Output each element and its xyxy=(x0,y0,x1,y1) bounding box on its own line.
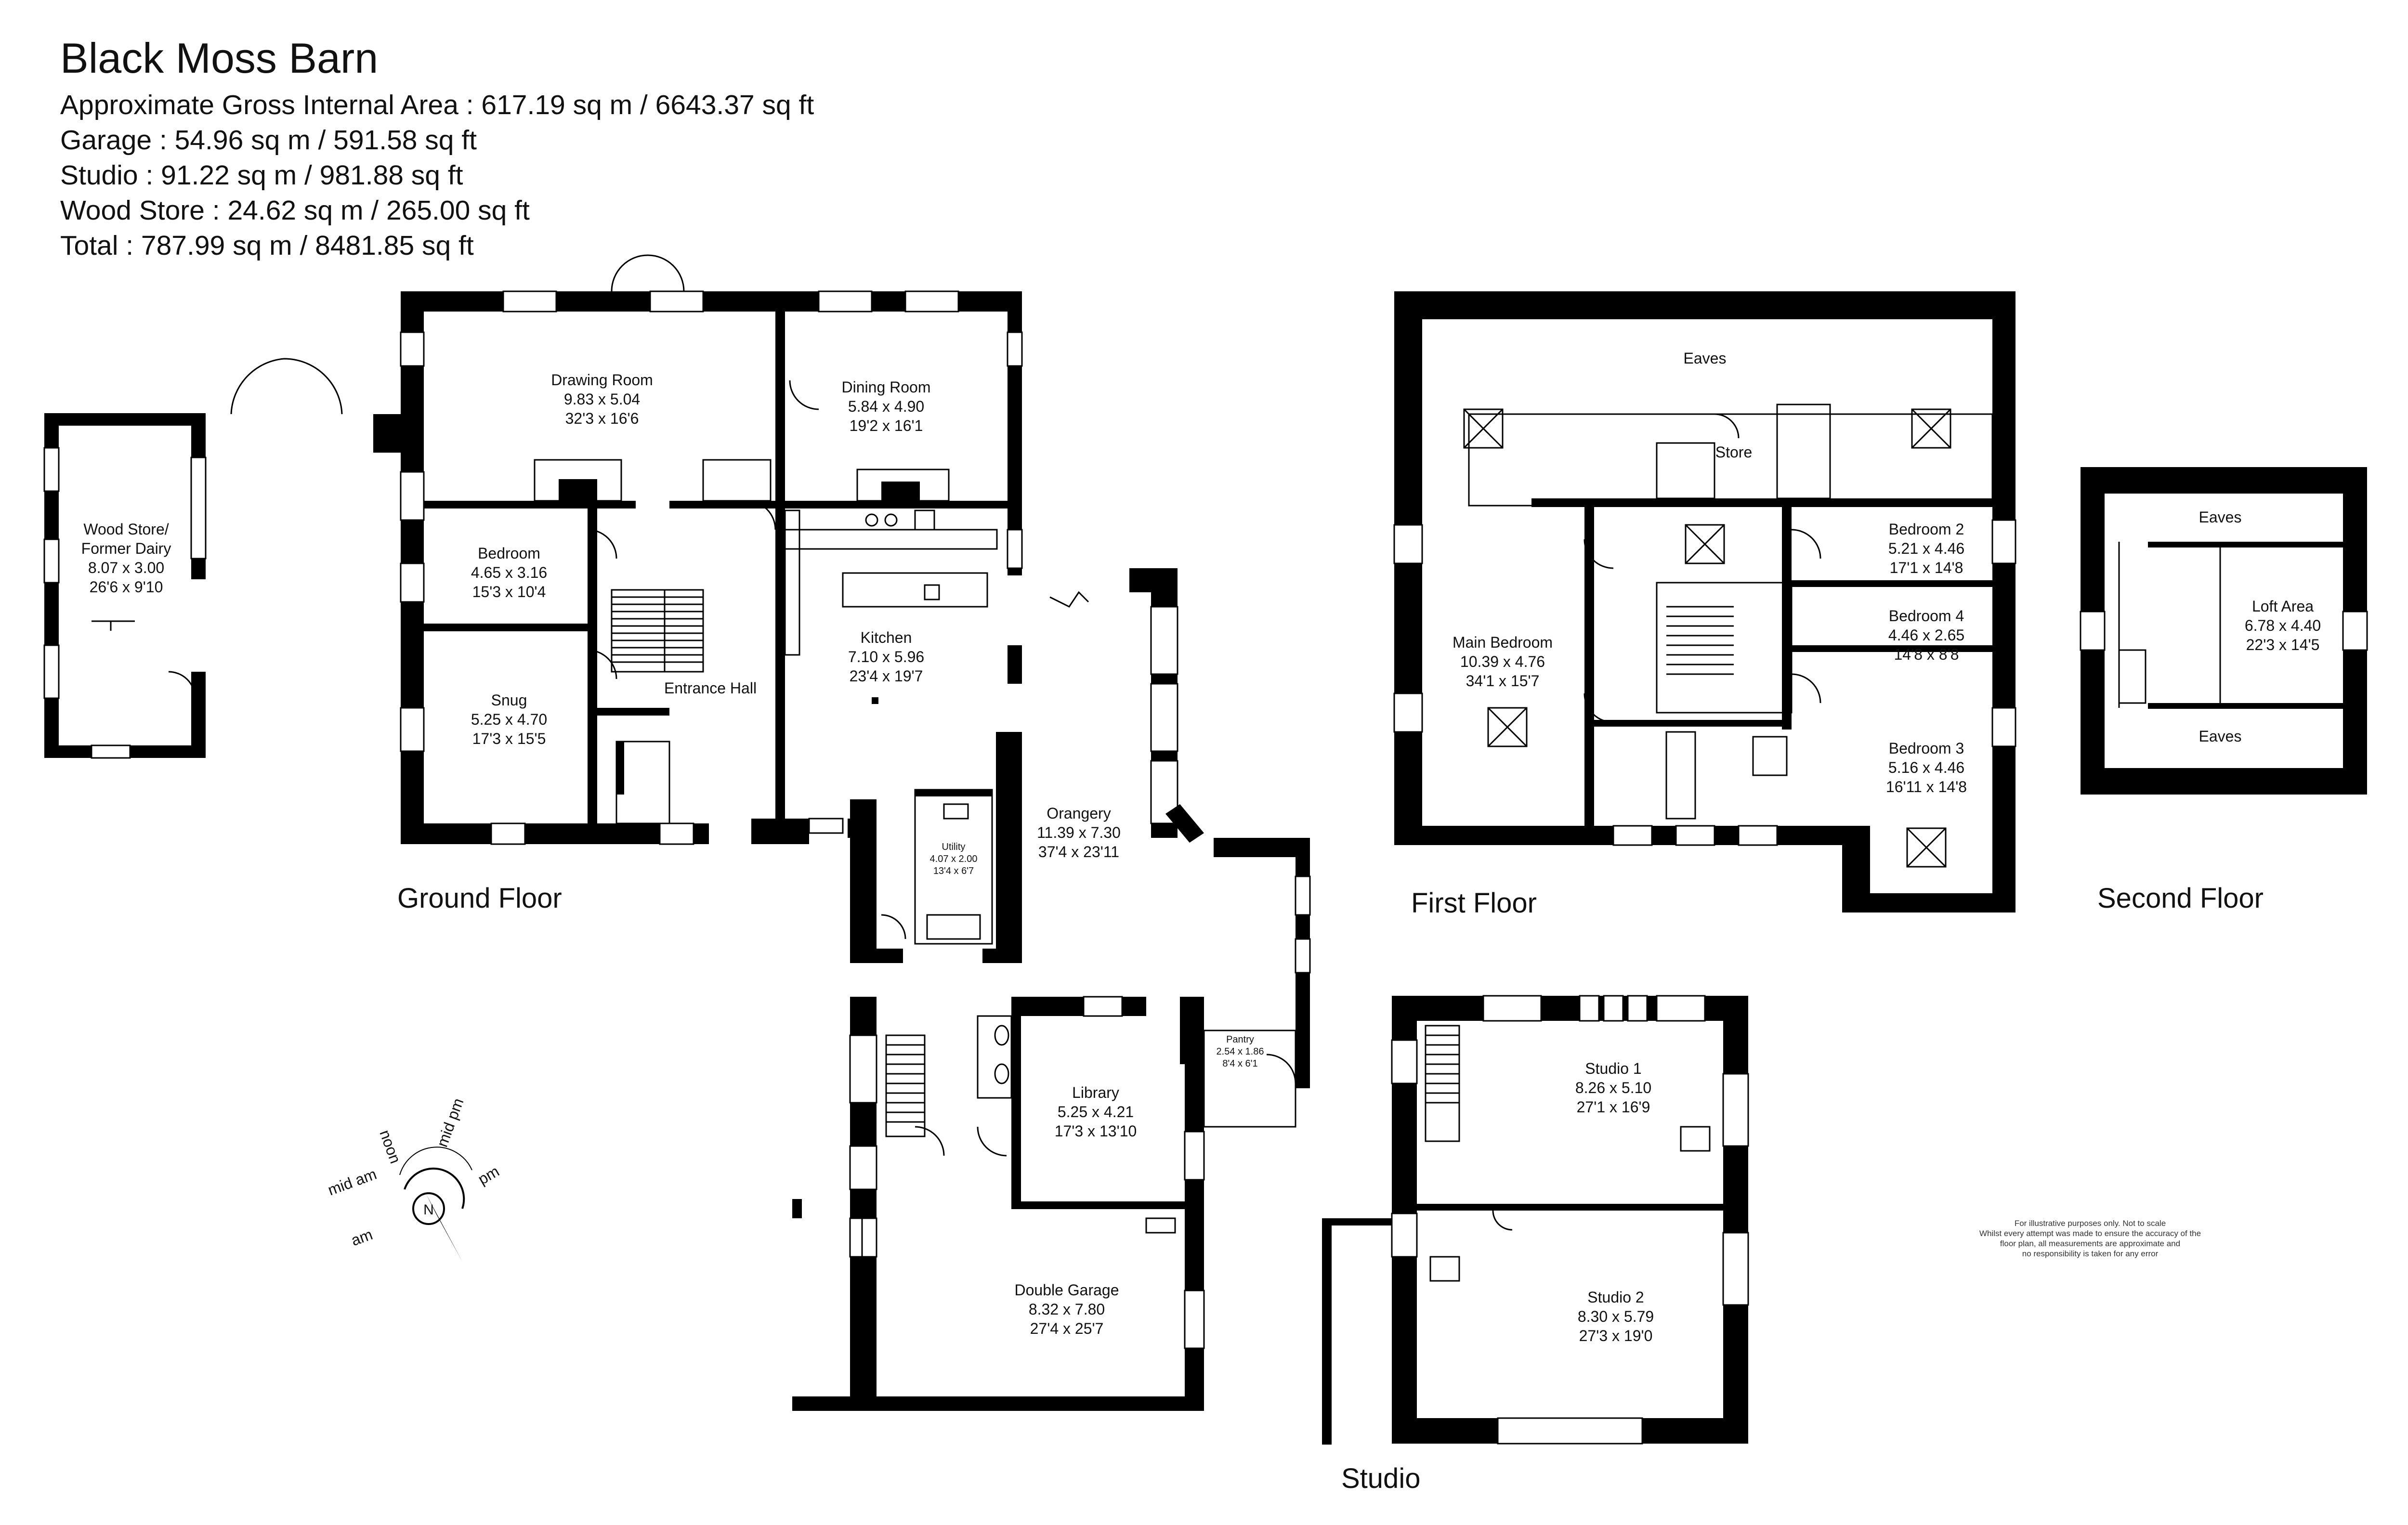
room-label-main-bedroom: Main Bedroom xyxy=(1453,634,1553,651)
first-floor-plan xyxy=(1393,291,2016,912)
room-label-bedroom-gf: 15'3 x 10'4 xyxy=(472,583,546,600)
room-label-store: Store xyxy=(1715,443,1752,461)
room-label-wood-store: 26'6 x 9'10 xyxy=(90,578,163,596)
room-label-entrance-hall: Entrance Hall xyxy=(664,679,757,697)
area-total: Total : 787.99 sq m / 8481.85 sq ft xyxy=(60,230,474,261)
compass-label: am xyxy=(349,1225,375,1249)
room-label-library: 5.25 x 4.21 xyxy=(1058,1103,1134,1121)
room-label-utility: 13'4 x 6'7 xyxy=(933,866,974,876)
room-label-loft: 6.78 x 4.40 xyxy=(2245,617,2321,634)
room-label-eaves-ff: Eaves xyxy=(1684,350,1727,367)
room-label-main-bedroom: 10.39 x 4.76 xyxy=(1460,653,1545,670)
room-label-loft: 22'3 x 14'5 xyxy=(2246,636,2320,653)
room-label-bedroom3: 5.16 x 4.46 xyxy=(1888,759,1964,776)
compass-needle-icon xyxy=(426,1194,462,1262)
room-label-snug: 5.25 x 4.70 xyxy=(471,711,547,728)
room-label-drawing-room: 32'3 x 16'6 xyxy=(565,410,639,427)
room-label-dining-room: Dining Room xyxy=(842,378,931,396)
room-label-wood-store: Wood Store/ xyxy=(83,521,169,538)
room-label-eaves-sf-bottom: Eaves xyxy=(2199,728,2242,745)
room-label-garage: 27'4 x 25'7 xyxy=(1030,1320,1104,1337)
room-label-kitchen: Kitchen xyxy=(861,629,912,646)
room-label-utility: Utility xyxy=(942,842,966,852)
room-label-studio2: 8.30 x 5.79 xyxy=(1578,1308,1654,1325)
area-studio: Studio : 91.22 sq m / 981.88 sq ft xyxy=(60,160,463,191)
room-label-bedroom-gf: 4.65 x 3.16 xyxy=(471,564,547,581)
room-label-wood-store: 8.07 x 3.00 xyxy=(88,559,164,576)
room-label-studio1: Studio 1 xyxy=(1585,1060,1641,1077)
room-label-main-bedroom: 34'1 x 15'7 xyxy=(1466,672,1540,690)
compass-dial xyxy=(412,1192,445,1225)
second-floor-plan xyxy=(2080,467,2368,795)
room-label-bedroom2: 5.21 x 4.46 xyxy=(1888,540,1964,557)
compass-label: noon xyxy=(376,1128,404,1166)
room-label-garage: 8.32 x 7.80 xyxy=(1029,1301,1105,1318)
room-label-wood-store: Former Dairy xyxy=(81,540,171,557)
room-label-kitchen: 23'4 x 19'7 xyxy=(850,667,923,685)
room-label-bedroom-gf: Bedroom xyxy=(478,545,540,562)
floor-label-first: First Floor xyxy=(1411,887,1537,919)
disclaimer-line: floor plan, all measurements are approxi… xyxy=(2000,1239,2181,1248)
room-label-drawing-room: 9.83 x 5.04 xyxy=(564,391,640,408)
room-label-pantry: Pantry xyxy=(1226,1034,1254,1045)
disclaimer-line: Whilst every attempt was made to ensure … xyxy=(1979,1229,2201,1238)
room-labels: Drawing Room 9.83 x 5.04 32'3 x 16'6 Dining… xyxy=(81,350,2321,1494)
compass-rose xyxy=(399,1147,472,1262)
studio-building-plan xyxy=(1322,995,1749,1445)
room-label-orangery: Orangery xyxy=(1047,805,1111,822)
room-label-snug: Snug xyxy=(491,691,527,709)
room-label-studio1: 27'1 x 16'9 xyxy=(1577,1098,1650,1116)
room-label-bedroom3: Bedroom 3 xyxy=(1889,740,1964,757)
room-label-bedroom3: 16'11 x 14'8 xyxy=(1886,778,1967,795)
room-label-studio1: 8.26 x 5.10 xyxy=(1575,1079,1651,1096)
room-label-snug: 17'3 x 15'5 xyxy=(472,730,546,747)
plan-title: Black Moss Barn xyxy=(60,34,379,82)
area-garage: Garage : 54.96 sq m / 591.58 sq ft xyxy=(60,125,477,156)
compass-label: mid pm xyxy=(433,1096,467,1149)
room-label-orangery: 37'4 x 23'11 xyxy=(1038,843,1119,860)
room-label-eaves-sf-top: Eaves xyxy=(2199,508,2242,526)
floor-label-studio: Studio xyxy=(1341,1463,1420,1494)
disclaimer-note: For illustrative purposes only. Not to s… xyxy=(1926,1218,2254,1259)
floor-label-second: Second Floor xyxy=(2097,883,2264,914)
room-label-bedroom2: 17'1 x 14'8 xyxy=(1890,559,1963,576)
room-label-bedroom4: Bedroom 4 xyxy=(1889,607,1964,625)
room-label-loft: Loft Area xyxy=(2252,598,2314,615)
room-label-orangery: 11.39 x 7.30 xyxy=(1037,824,1121,841)
room-label-studio2: Studio 2 xyxy=(1587,1289,1644,1306)
room-label-utility: 4.07 x 2.00 xyxy=(930,854,978,864)
disclaimer-line: For illustrative purposes only. Not to s… xyxy=(2014,1219,2166,1228)
room-label-kitchen: 7.10 x 5.96 xyxy=(848,648,924,665)
room-label-library: Library xyxy=(1072,1084,1119,1101)
compass-north-label: N xyxy=(423,1202,434,1218)
wood-store-building xyxy=(43,413,207,759)
area-wood-store: Wood Store : 24.62 sq m / 265.00 sq ft xyxy=(60,195,530,226)
room-label-bedroom2: Bedroom 2 xyxy=(1889,521,1964,538)
library-garage-plan xyxy=(792,996,1296,1411)
room-label-drawing-room: Drawing Room xyxy=(551,371,653,389)
room-label-pantry: 8'4 x 6'1 xyxy=(1222,1058,1257,1069)
orangery-plan xyxy=(850,568,1311,1088)
floor-label-ground: Ground Floor xyxy=(397,883,562,914)
area-gross: Approximate Gross Internal Area : 617.19… xyxy=(60,90,814,120)
room-label-library: 17'3 x 13'10 xyxy=(1055,1122,1137,1140)
room-label-bedroom4: 14'8 x 8'8 xyxy=(1894,646,1959,663)
ground-floor-plan xyxy=(230,254,1023,845)
room-label-dining-room: 5.84 x 4.90 xyxy=(848,398,924,415)
room-label-pantry: 2.54 x 1.86 xyxy=(1217,1046,1264,1057)
room-label-dining-room: 19'2 x 16'1 xyxy=(850,417,923,434)
room-label-garage: Double Garage xyxy=(1014,1281,1119,1299)
compass-label: mid am xyxy=(326,1165,379,1199)
room-label-bedroom4: 4.46 x 2.65 xyxy=(1888,626,1964,644)
disclaimer-line: no responsibility is taken for any error xyxy=(2022,1249,2159,1258)
room-label-studio2: 27'3 x 19'0 xyxy=(1579,1327,1653,1344)
compass-label: pm xyxy=(475,1162,502,1188)
